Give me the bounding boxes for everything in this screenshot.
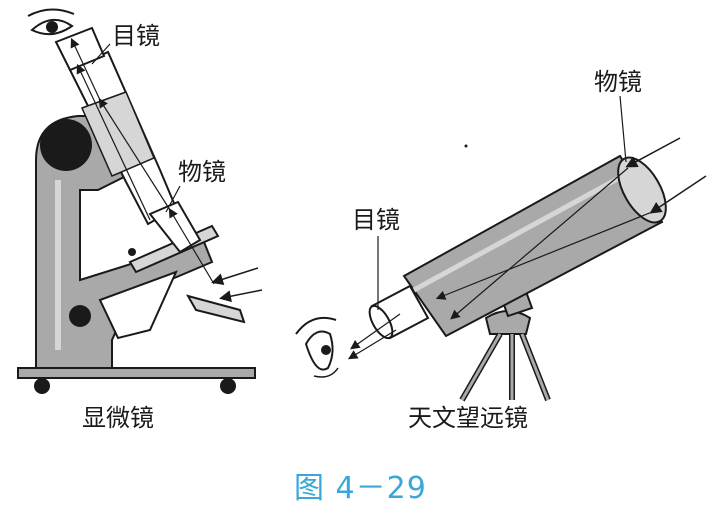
telescope-caption: 天文望远镜 [408,404,528,432]
telescope-tube [402,154,664,338]
microscope-base [17,367,256,379]
figure-caption: 图 4－29 [294,471,427,506]
fine-focus-knob [69,305,91,327]
telescope-objective-label: 物镜 [594,68,642,96]
microscope-objective-label: 物镜 [178,158,226,186]
microscope-eyepiece-label: 目镜 [112,22,160,50]
microscope-mirror [185,294,246,324]
telescope-eye-icon [295,316,339,378]
microscope-eye-icon [27,8,75,36]
telescope-eyepiece-label: 目镜 [352,206,400,234]
microscope-caption: 显微镜 [82,404,154,432]
microscope-foot-left [34,378,50,394]
microscope-foot-right [220,378,236,394]
telescope-drawing [295,95,707,402]
focus-knob [40,119,92,171]
microscope-drawing [17,8,263,394]
